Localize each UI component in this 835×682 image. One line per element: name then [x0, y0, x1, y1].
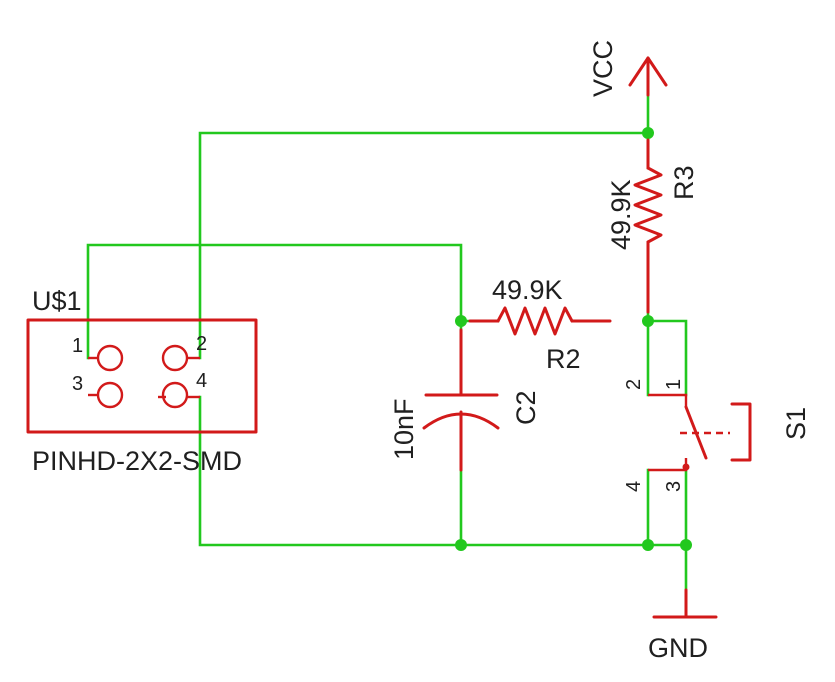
header-pin1-pad [96, 344, 124, 372]
junction-vcc [642, 127, 654, 139]
junction-r2-r3 [642, 315, 654, 327]
junction-c2-gnd [455, 539, 467, 551]
r3-ref-label: R3 [669, 165, 699, 200]
c2-value-label: 10nF [389, 398, 419, 460]
header-pin4-label: 4 [196, 370, 207, 392]
r3-value-label: 49.9K [606, 179, 636, 250]
junction-s1-pin4-gnd [642, 539, 654, 551]
s1-pin1-label: 1 [663, 379, 685, 390]
junctions [455, 127, 692, 551]
resistor-r2: 49.9K R2 [468, 275, 612, 374]
s1-pin2-label: 2 [623, 379, 645, 390]
s1-pins34-bracket [648, 458, 688, 472]
c2-ref-label: C2 [511, 390, 541, 425]
header-pin3-pad [96, 381, 124, 409]
header-outline [26, 318, 258, 434]
header-ref-label: U$1 [32, 286, 82, 316]
wire-vcc-to-header-pin2 [198, 131, 650, 360]
header-u1: U$1 PINHD-2X2-SMD 1 2 3 4 [26, 286, 258, 476]
gnd-label: GND [648, 633, 708, 663]
s1-pin4-label: 4 [623, 481, 645, 492]
r2-ref-label: R2 [546, 344, 581, 374]
r3-zigzag [633, 166, 663, 244]
junction-gnd [680, 539, 692, 551]
wires [86, 93, 688, 592]
header-package-label: PINHD-2X2-SMD [32, 446, 242, 476]
s1-pin3-label: 3 [663, 481, 685, 492]
vcc-arrow [628, 56, 668, 87]
wire-header-pin4-to-gnd [198, 395, 688, 547]
header-pin1-label: 1 [72, 335, 83, 357]
switch-s1: S1 1 2 3 4 [623, 379, 811, 492]
vcc-label: VCC [588, 40, 618, 97]
gnd-symbol: GND [648, 588, 718, 663]
header-pin2-pad [161, 344, 189, 372]
s1-pins12-bracket [648, 393, 688, 407]
r2-zigzag [496, 306, 574, 336]
vcc-symbol: VCC [588, 40, 668, 97]
s1-actuator-bracket [730, 402, 752, 462]
junction-c2-top [455, 315, 467, 327]
resistor-r3: 49.9K R3 [606, 138, 699, 314]
header-pin4-pad [161, 381, 189, 409]
r2-value-label: 49.9K [492, 275, 563, 305]
capacitor-c2: 10nF C2 [389, 328, 541, 472]
header-pin2-label: 2 [196, 333, 207, 355]
wire-r2-node-to-s1 [646, 319, 688, 397]
header-pin3-label: 3 [72, 373, 83, 395]
s1-contact-dot [682, 463, 690, 471]
s1-ref-label: S1 [781, 407, 811, 440]
wire-header-pin1-to-c2 [86, 243, 463, 360]
